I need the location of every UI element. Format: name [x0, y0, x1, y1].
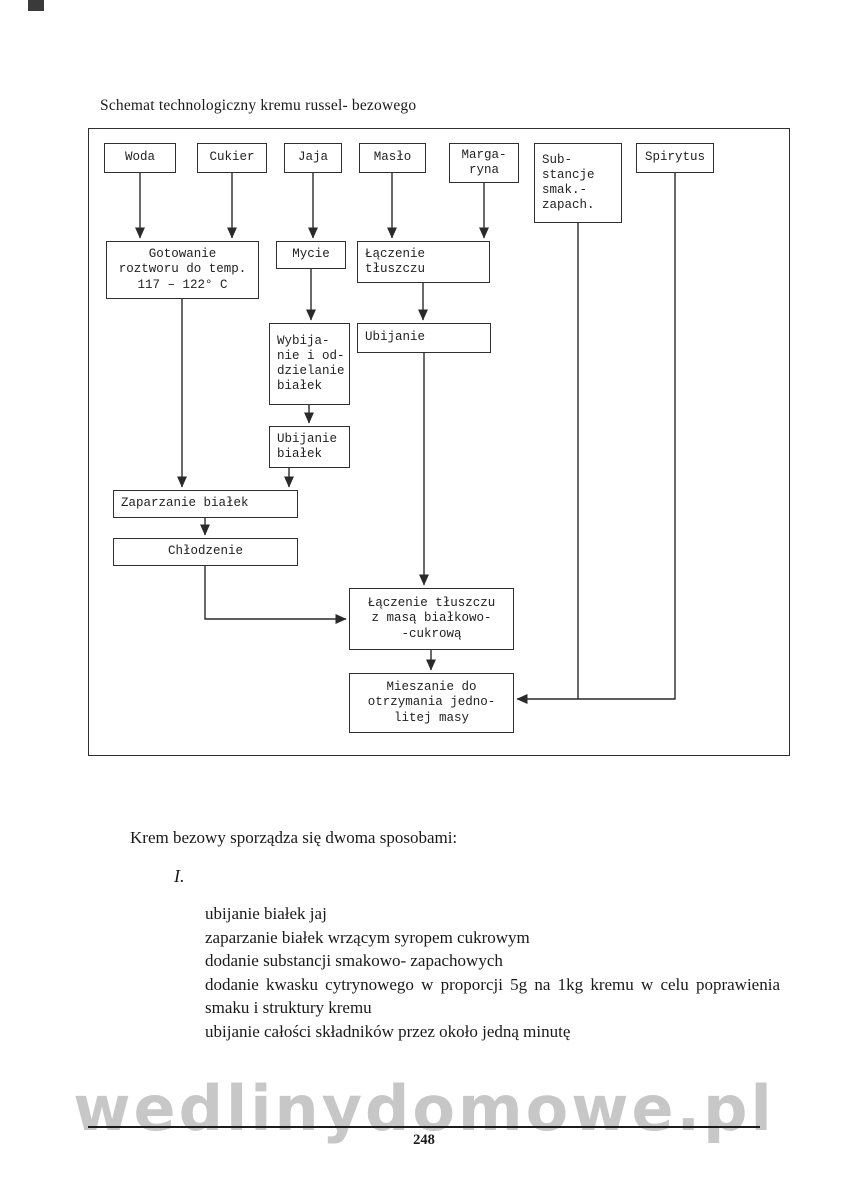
flow-node-mycie: Mycie: [276, 241, 346, 269]
method-steps: ubijanie białek jaj zaparzanie białek wr…: [205, 902, 780, 1043]
flowchart-frame: Woda Cukier Jaja Masło Marga- ryna Sub- …: [88, 128, 790, 756]
flowchart-arrows: [134, 173, 676, 705]
method-step: ubijanie białek jaj: [205, 904, 327, 923]
flow-node-substancje: Sub- stancje smak.- zapach.: [534, 143, 622, 223]
flow-node-chlodzenie: Chłodzenie: [113, 538, 298, 566]
section-numeral: I.: [174, 866, 185, 886]
method-step: dodanie kwasku cytrynowego w proporcji 5…: [205, 974, 780, 1018]
flow-node-ubijanie: Ubijanie: [357, 323, 491, 353]
flow-node-cukier: Cukier: [197, 143, 267, 173]
flow-node-margaryna: Marga- ryna: [449, 143, 519, 183]
flow-node-spirytus: Spirytus: [636, 143, 714, 173]
page-number: 248: [413, 1132, 435, 1148]
edge-chlodzenie-laczeniemasa: [204, 566, 347, 625]
method-step: ubijanie całości składników przez około …: [205, 1021, 571, 1041]
flow-node-ubijanie-bialek: Ubijanie białek: [269, 426, 350, 468]
page-title: Schemat technologiczny kremu russel- bez…: [100, 97, 417, 114]
intro-text: Krem bezowy sporządza się dwoma sposobam…: [130, 828, 458, 847]
flow-node-maslo: Masło: [359, 143, 426, 173]
flow-node-gotowanie: Gotowanie roztworu do temp. 117 – 122° C: [106, 241, 259, 299]
footer-divider: [88, 1126, 760, 1128]
flow-node-jaja: Jaja: [284, 143, 342, 173]
flow-node-laczenie-tluszczu: Łączenie tłuszczu: [357, 241, 490, 283]
method-step: zaparzanie białek wrzącym syropem cukrow…: [205, 927, 530, 947]
flow-node-zaparzanie-bialek: Zaparzanie białek: [113, 490, 298, 518]
flow-node-mieszanie: Mieszanie do otrzymania jedno- litej mas…: [349, 673, 514, 733]
edge-spirytus-mieszanie: [516, 173, 676, 705]
method-step: dodanie substancji smakowo- zapachowych: [205, 951, 503, 970]
flow-node-wybijanie-bialek: Wybija- nie i od- dzielanie białek: [269, 323, 350, 405]
flow-node-laczenie-z-masa: Łączenie tłuszczu z masą białkowo- -cukr…: [349, 588, 514, 650]
watermark: wedlinydomowe.pl: [73, 1072, 775, 1145]
scan-artifact: [28, 0, 44, 11]
flow-node-woda: Woda: [104, 143, 176, 173]
